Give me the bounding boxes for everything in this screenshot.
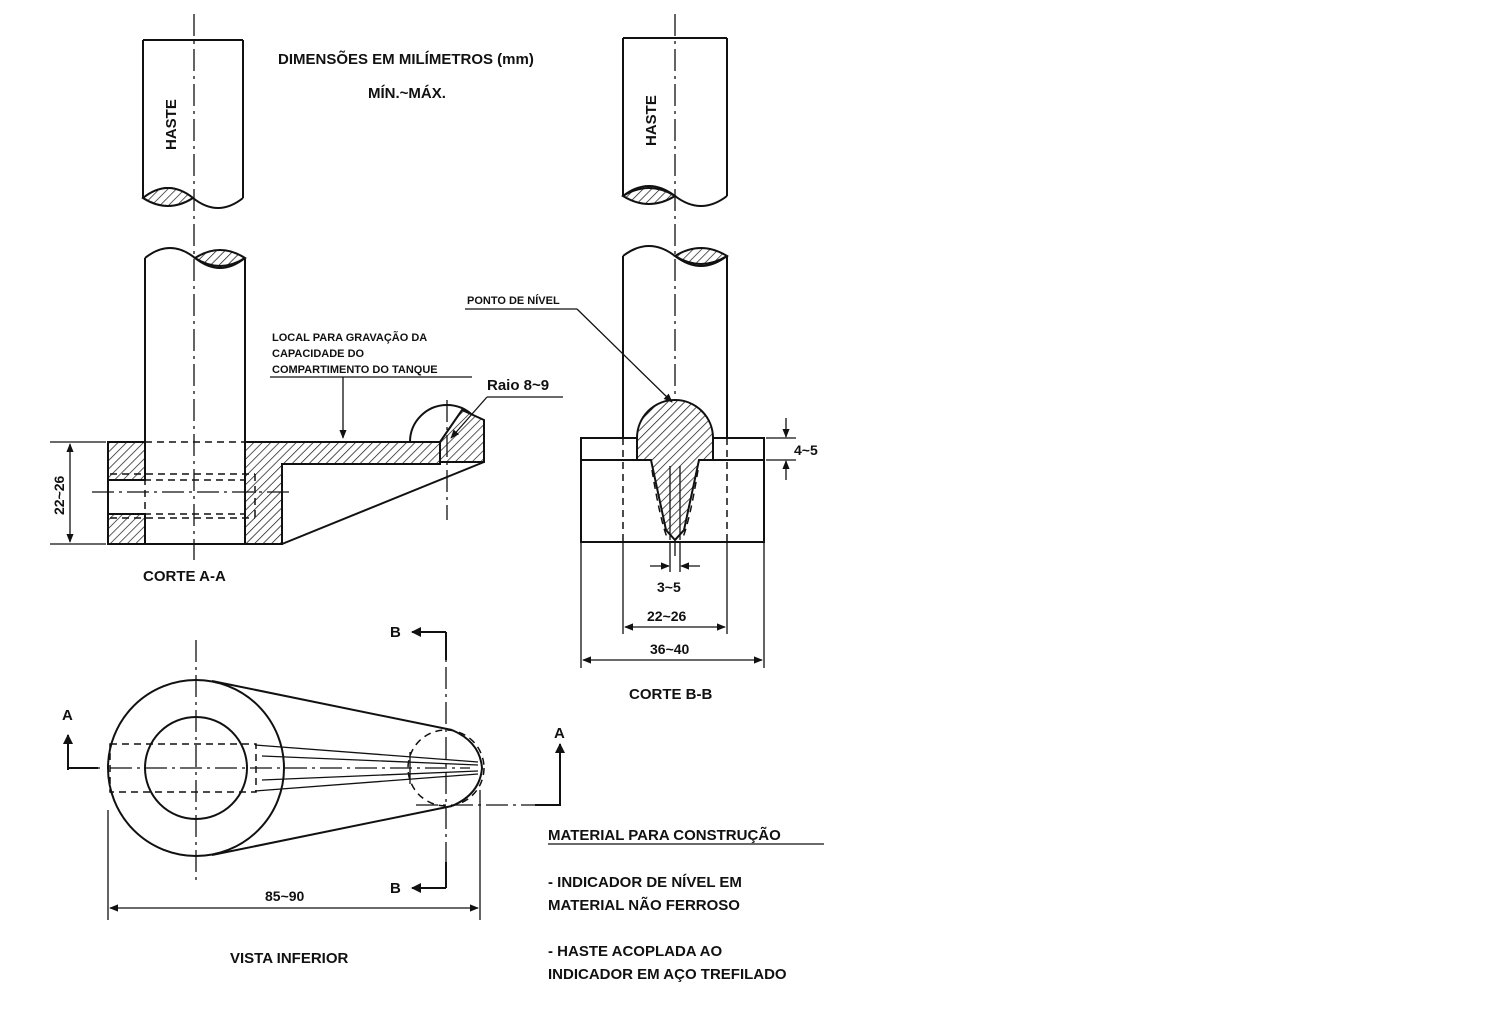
range-note: MÍN.~MÁX. <box>368 85 446 102</box>
engraving-note-line1: LOCAL PARA GRAVAÇÃO DA <box>272 331 427 344</box>
dim-height-aa-text: 22~26 <box>51 475 67 515</box>
marker-a-right: A <box>554 725 565 742</box>
units-note: DIMENSÕES EM MILÍMETROS (mm) <box>278 50 534 68</box>
dim-height-aa: 22~26 <box>50 441 106 545</box>
level-point-note: PONTO DE NÍVEL <box>465 294 673 403</box>
material-notes: MATERIAL PARA CONSTRUÇÃO - INDICADOR DE … <box>548 826 824 983</box>
bottom-view-title: VISTA INFERIOR <box>230 950 349 967</box>
dim-slot-bb-text: 3~5 <box>657 579 681 595</box>
section-aa-body <box>92 400 485 545</box>
material-item2-line1: - HASTE ACOPLADA AO <box>548 943 722 960</box>
engraving-note-line3: COMPARTIMENTO DO TANQUE <box>272 364 438 376</box>
dim-width-bb-text: 36~40 <box>650 641 690 657</box>
dim-width-bb: 36~40 <box>580 542 765 668</box>
dim-depth-bb: 4~5 <box>766 418 818 480</box>
section-bb-rod-lower <box>622 245 729 438</box>
dim-depth-bb-text: 4~5 <box>794 442 818 458</box>
dim-slot-bb: 3~5 <box>650 542 700 595</box>
section-aa-rod-lower <box>144 247 247 442</box>
engraving-note: LOCAL PARA GRAVAÇÃO DA CAPACIDADE DO COM… <box>270 331 472 439</box>
marker-b-bottom: B <box>390 880 401 897</box>
dim-bore-bb-text: 22~26 <box>647 608 687 624</box>
bottom-view: A A B B <box>62 624 565 897</box>
section-bb-body <box>580 399 765 543</box>
radius-note-text: Raio 8~9 <box>487 377 549 394</box>
dim-length-bottom-text: 85~90 <box>265 888 305 904</box>
rod-label-bb: HASTE <box>643 95 660 146</box>
marker-a-left: A <box>62 707 73 724</box>
marker-b-top: B <box>390 624 401 641</box>
section-aa-title: CORTE A-A <box>143 568 226 585</box>
material-heading: MATERIAL PARA CONSTRUÇÃO <box>548 826 781 844</box>
section-bb-title: CORTE B-B <box>629 686 712 703</box>
level-point-text: PONTO DE NÍVEL <box>467 294 560 307</box>
engraving-note-line2: CAPACIDADE DO <box>272 348 365 360</box>
rod-label-aa: HASTE <box>163 99 180 150</box>
material-item1-line2: MATERIAL NÃO FERROSO <box>548 896 740 914</box>
radius-note: Raio 8~9 <box>450 377 563 439</box>
dim-length-bottom: 85~90 <box>107 790 481 920</box>
dim-bore-bb: 22~26 <box>622 542 728 634</box>
material-item1-line1: - INDICADOR DE NÍVEL EM <box>548 874 742 891</box>
section-aa-rod-upper: HASTE <box>141 39 244 209</box>
material-item2-line2: INDICADOR EM AÇO TREFILADO <box>548 966 787 983</box>
